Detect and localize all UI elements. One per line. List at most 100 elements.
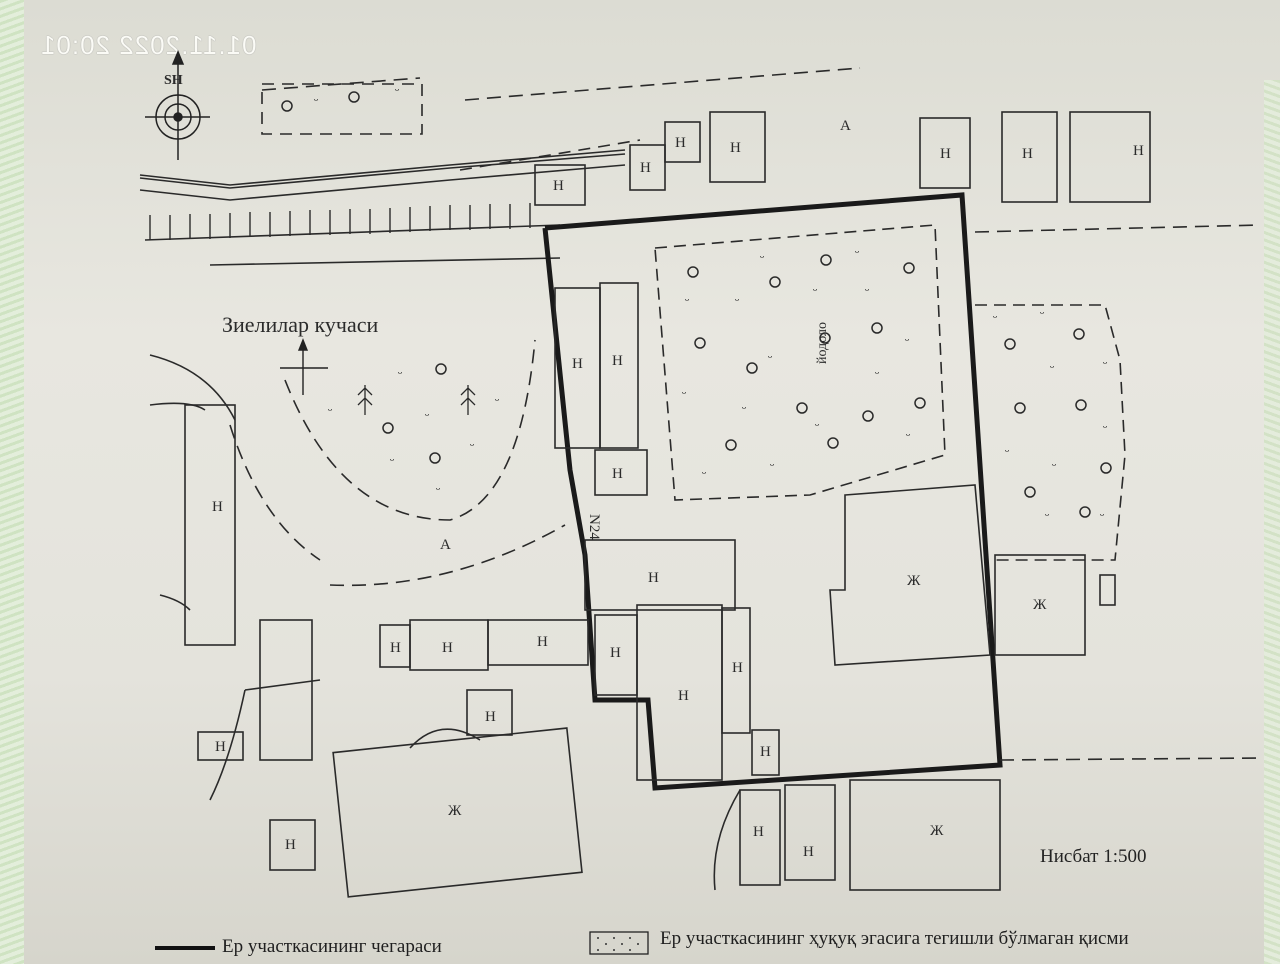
svg-text:ᵕ: ᵕ: [398, 367, 402, 382]
road-line: [139, 149, 626, 186]
svg-text:ᵕ: ᵕ: [314, 94, 318, 109]
zone-label-h: Н: [285, 837, 296, 853]
legend-boundary-label: Ер участкасининг чегараси: [222, 936, 442, 957]
building: [664, 121, 701, 163]
svg-text:ᵕ: ᵕ: [702, 467, 706, 482]
fence-line: [144, 224, 561, 241]
zone-label-h: Н: [215, 739, 226, 755]
compass-rose-icon: [145, 50, 210, 160]
svg-text:ᵕ: ᵕ: [1045, 509, 1049, 524]
svg-text:ᵕ: ᵕ: [395, 84, 399, 99]
zone-label-h: Н: [212, 499, 223, 515]
building: [184, 404, 236, 646]
zone-label-h: Н: [485, 709, 496, 725]
zone-label-h: Н: [612, 353, 623, 369]
building: [269, 819, 316, 871]
building: [534, 164, 586, 206]
svg-text:ᵕ: ᵕ: [742, 402, 746, 417]
svg-text:ᵕ: ᵕ: [813, 284, 817, 299]
svg-text:ᵕ: ᵕ: [993, 311, 997, 326]
zone-label-h: Н: [730, 140, 741, 156]
building: [487, 619, 589, 666]
building: [829, 484, 991, 666]
building: [849, 779, 1001, 891]
building: [629, 144, 666, 191]
svg-text:ᵕ: ᵕ: [865, 284, 869, 299]
scale-label: Нисбат 1:500: [1040, 846, 1147, 867]
svg-text:ᵕ: ᵕ: [855, 246, 859, 261]
svg-text:ᵕ: ᵕ: [875, 367, 879, 382]
zone-label-h: Н: [760, 744, 771, 760]
building: [332, 727, 583, 898]
svg-text:ᵕ: ᵕ: [735, 294, 739, 309]
zone-label-h: Н: [390, 640, 401, 656]
dashed-road-edge-2: [464, 67, 861, 101]
road-edge: [209, 257, 561, 266]
svg-text:ᵕ: ᵕ: [1052, 459, 1056, 474]
svg-text:ᵕ: ᵕ: [1103, 421, 1107, 436]
zone-label-a: А: [440, 537, 451, 553]
direction-cross-icon: [280, 338, 328, 395]
parcel-number: N24: [586, 514, 602, 540]
zone-label-h: Н: [537, 634, 548, 650]
svg-text:ᵕ: ᵕ: [685, 294, 689, 309]
street-label: Зиелилар кучаси: [222, 312, 379, 337]
paper-border-pattern-right: [1264, 80, 1280, 964]
zone-label-h: Н: [940, 146, 951, 162]
park-dashed-curve: [229, 424, 321, 561]
svg-text:ᵕ: ᵕ: [1103, 357, 1107, 372]
svg-text:ᵕ: ᵕ: [905, 334, 909, 349]
building: [784, 784, 836, 881]
park-dashed-curve: [329, 524, 566, 587]
building: [919, 117, 971, 189]
orchard-dashed-outline-right: [975, 304, 1126, 561]
zone-label-h: Н: [803, 844, 814, 860]
svg-text:ᵕ: ᵕ: [470, 439, 474, 454]
svg-text:ᵕ: ᵕ: [425, 409, 429, 424]
svg-text:ᵕ: ᵕ: [768, 351, 772, 366]
zone-label-a: А: [840, 118, 851, 134]
road-edge: [974, 224, 1261, 233]
building: [751, 729, 780, 776]
zone-label-zh: Ж: [907, 573, 921, 589]
building: [599, 282, 639, 449]
dashed-plot-top: [261, 83, 423, 135]
zone-label-h: Н: [732, 660, 743, 676]
svg-text:ᵕ: ᵕ: [328, 404, 332, 419]
road-curve: [159, 594, 191, 611]
building: [584, 539, 736, 611]
fence-ticks: [149, 203, 531, 240]
road-curve: [713, 789, 741, 891]
svg-text:ᵕ: ᵕ: [1040, 307, 1044, 322]
parcel-boundary: [542, 192, 1003, 791]
svg-text:ᵕ: ᵕ: [1050, 361, 1054, 376]
zone-label-h: Н: [1133, 143, 1144, 159]
svg-text:ᵕ: ᵕ: [682, 387, 686, 402]
svg-text:ᵕ: ᵕ: [390, 454, 394, 469]
zone-label-h: Н: [675, 135, 686, 151]
building: [1099, 574, 1116, 606]
zone-label-h: Н: [753, 824, 764, 840]
road-curve: [149, 354, 236, 421]
zone-label-h: Н: [612, 466, 623, 482]
road-line: [139, 153, 626, 189]
zone-label-h: Н: [572, 356, 583, 372]
building: [466, 689, 513, 736]
conifer-symbols: [357, 385, 476, 415]
svg-text:ᵕ: ᵕ: [770, 459, 774, 474]
svg-text:ᵕ: ᵕ: [815, 419, 819, 434]
park-dashed-curve: [284, 339, 536, 521]
zone-label-h: Н: [442, 640, 453, 656]
tree-symbols: [281, 91, 1112, 518]
svg-text:ᵕ: ᵕ: [906, 429, 910, 444]
zone-letters: А А Н Н Н Н Н Н Н Н Н Н Н Н Н Н Н Н Н Н …: [212, 118, 1144, 860]
paper-border-pattern: [0, 0, 24, 964]
legend-hatched-area-icon: [589, 931, 649, 955]
svg-text:ᵕ: ᵕ: [760, 251, 764, 266]
svg-text:ᵕ: ᵕ: [436, 483, 440, 498]
svg-text:ᵕ: ᵕ: [1100, 509, 1104, 524]
building: [197, 731, 244, 761]
building: [739, 789, 781, 886]
